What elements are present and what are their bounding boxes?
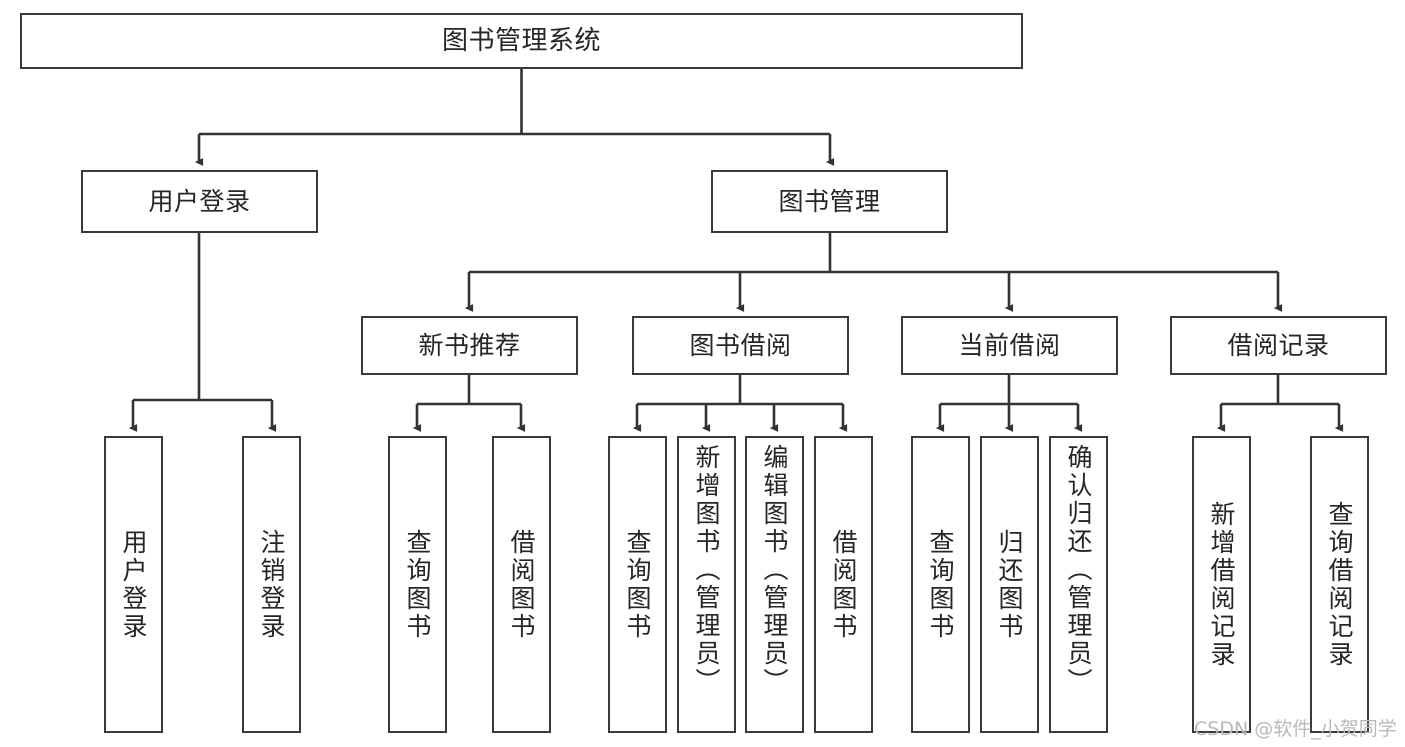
node-leaf-query-record[interactable]: 查询借阅记录 [1310, 436, 1369, 733]
node-leaf-return-book-label: 归还图书 [995, 528, 1024, 641]
node-leaf-confirm-return-label: 确认归还（管理员） [1064, 444, 1093, 696]
csdn-watermark: CSDN @软件_小贺同学 [1194, 718, 1397, 740]
node-leaf-borrow-book-1[interactable]: 借阅图书 [492, 436, 551, 733]
node-root[interactable]: 图书管理系统 [20, 13, 1023, 69]
node-leaf-user-logout-label: 注销登录 [257, 528, 286, 641]
node-leaf-return-book[interactable]: 归还图书 [980, 436, 1039, 733]
node-leaf-add-record[interactable]: 新增借阅记录 [1192, 436, 1251, 733]
node-current-borrow[interactable]: 当前借阅 [901, 316, 1118, 375]
node-borrow-record[interactable]: 借阅记录 [1170, 316, 1387, 375]
node-leaf-add-book-label: 新增图书（管理员） [692, 444, 721, 696]
node-leaf-user-logout[interactable]: 注销登录 [242, 436, 301, 733]
node-leaf-query-book-2-label: 查询图书 [623, 528, 652, 641]
node-new-book-rec[interactable]: 新书推荐 [361, 316, 578, 375]
node-leaf-user-login[interactable]: 用户登录 [104, 436, 163, 733]
node-book-manage[interactable]: 图书管理 [711, 170, 948, 233]
node-leaf-query-book-1-label: 查询图书 [403, 528, 432, 641]
node-user-login[interactable]: 用户登录 [81, 170, 318, 233]
node-leaf-borrow-book-2[interactable]: 借阅图书 [814, 436, 873, 733]
node-leaf-borrow-book-2-label: 借阅图书 [829, 528, 858, 641]
node-leaf-query-record-label: 查询借阅记录 [1325, 500, 1354, 669]
node-leaf-user-login-label: 用户登录 [119, 528, 148, 641]
node-root-label: 图书管理系统 [441, 25, 601, 56]
node-current-borrow-label: 当前借阅 [958, 330, 1061, 360]
node-borrow-record-label: 借阅记录 [1227, 330, 1330, 360]
node-leaf-query-book-3[interactable]: 查询图书 [911, 436, 970, 733]
node-leaf-query-book-1[interactable]: 查询图书 [388, 436, 447, 733]
node-leaf-add-book[interactable]: 新增图书（管理员） [677, 436, 736, 733]
node-leaf-edit-book-label: 编辑图书（管理员） [760, 444, 789, 696]
node-book-borrow-label: 图书借阅 [689, 330, 792, 360]
node-leaf-query-book-2[interactable]: 查询图书 [608, 436, 667, 733]
node-leaf-query-book-3-label: 查询图书 [926, 528, 955, 641]
node-new-book-rec-label: 新书推荐 [418, 330, 521, 360]
node-book-borrow[interactable]: 图书借阅 [632, 316, 849, 375]
node-leaf-borrow-book-1-label: 借阅图书 [507, 528, 536, 641]
node-leaf-add-record-label: 新增借阅记录 [1207, 500, 1236, 669]
node-leaf-edit-book[interactable]: 编辑图书（管理员） [745, 436, 804, 733]
node-leaf-confirm-return[interactable]: 确认归还（管理员） [1049, 436, 1108, 733]
node-book-manage-label: 图书管理 [778, 186, 881, 216]
node-user-login-label: 用户登录 [148, 186, 251, 216]
